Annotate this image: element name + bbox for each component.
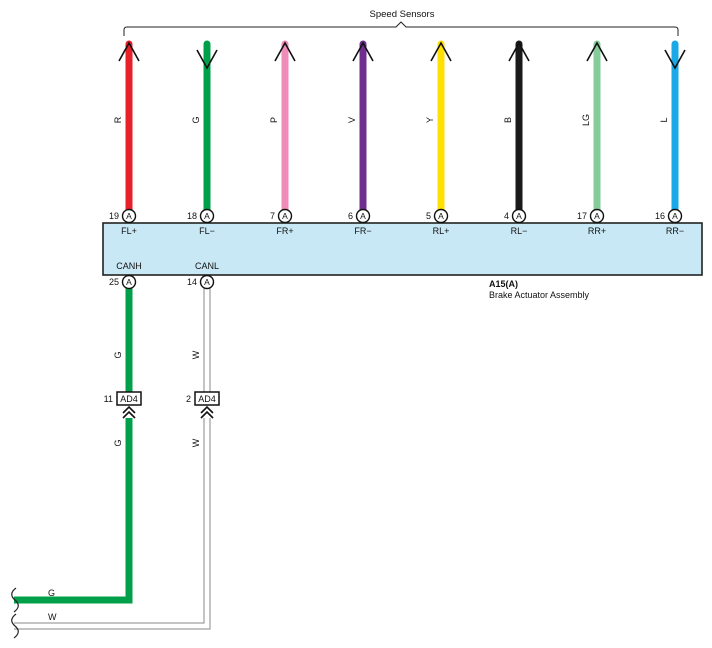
- wire-color-code: W: [191, 438, 201, 447]
- wire-break-mark-lower: [11, 613, 19, 639]
- bottom-label-lower: W: [48, 612, 57, 622]
- pin-circle: [199, 208, 215, 224]
- sensor-wires: R G P V Y B LG L: [113, 40, 686, 213]
- pin-number: 7: [270, 211, 275, 221]
- pin-circle: [355, 208, 371, 224]
- connector-letter: A: [282, 211, 288, 221]
- pin-number: 17: [577, 211, 587, 221]
- wire-color-code: G: [113, 439, 123, 446]
- wire-color-code: G: [191, 116, 201, 123]
- connector-letter: A: [204, 277, 210, 287]
- wire-color-code: LG: [581, 114, 591, 126]
- component-name: Brake Actuator Assembly: [489, 290, 590, 300]
- pin-circle: [121, 274, 137, 290]
- pin-signal-name: FL−: [199, 226, 215, 236]
- junction-connector-code: AD4: [120, 394, 138, 404]
- component-code: A15(A): [489, 279, 518, 289]
- pin-circle: [121, 208, 137, 224]
- wire-color-code: P: [269, 117, 279, 123]
- pin-signal-name: RL−: [511, 226, 528, 236]
- pin-signal-name: RR−: [666, 226, 684, 236]
- pin-circle: [667, 208, 683, 224]
- connector-letter: A: [672, 211, 678, 221]
- arrow-down-icon: [196, 49, 218, 70]
- pin-number: 16: [655, 211, 665, 221]
- pin-number: 6: [348, 211, 353, 221]
- pin-signal-name: FR+: [276, 226, 293, 236]
- pin-circle: [199, 274, 215, 290]
- pin-number: 19: [109, 211, 119, 221]
- can-signal-name: CANL: [195, 261, 219, 271]
- junction-pin-number: 11: [104, 394, 113, 404]
- sensor-pins: A19FL+A18FL−A7FR+A6FR−A5RL+A4RL−A17RR+A1…: [109, 208, 684, 236]
- connector-letter: A: [126, 211, 132, 221]
- wire-color-code: B: [503, 117, 513, 123]
- pin-number: 5: [426, 211, 431, 221]
- pin-number: 14: [187, 277, 197, 287]
- can-wire-lower: [14, 418, 211, 630]
- pin-signal-name: FR−: [354, 226, 371, 236]
- arrow-up-icon: [352, 41, 374, 62]
- wire-color-code: V: [347, 117, 357, 123]
- wire-break-mark-upper: [11, 587, 19, 613]
- pin-signal-name: FL+: [121, 226, 137, 236]
- pin-circle: [589, 208, 605, 224]
- pin-signal-name: RR+: [588, 226, 606, 236]
- can-wires: CANH A 25G G AD4 11 CANL A 14W W AD4 2: [14, 261, 220, 630]
- can-wire-lower: [14, 418, 133, 604]
- can-signal-name: CANH: [116, 261, 142, 271]
- arrow-up-icon: [274, 41, 296, 62]
- can-wire-lower-fill: [14, 418, 210, 629]
- connector-letter: A: [516, 211, 522, 221]
- junction-connector-code: AD4: [198, 394, 216, 404]
- arrow-up-icon: [118, 41, 140, 62]
- connector-letter: A: [126, 277, 132, 287]
- junction-connector-box: [194, 391, 220, 406]
- connector-letter: A: [438, 211, 444, 221]
- wire-color-code: R: [113, 116, 123, 123]
- pin-number: 4: [504, 211, 509, 221]
- speed-sensors-title: Speed Sensors: [370, 9, 435, 20]
- pin-number: 25: [109, 277, 119, 287]
- connector-letter: A: [360, 211, 366, 221]
- arrow-down-icon: [664, 49, 686, 70]
- double-chevron-up-icon: [122, 405, 136, 419]
- connector-letter: A: [594, 211, 600, 221]
- brake-actuator-body: [102, 222, 703, 276]
- arrow-up-icon: [586, 41, 608, 62]
- pin-circle: [511, 208, 527, 224]
- bottom-label-upper: G: [48, 588, 55, 598]
- junction-connector-box: [116, 391, 142, 406]
- pin-number: 18: [187, 211, 197, 221]
- arrow-up-icon: [508, 41, 530, 62]
- junction-pin-number: 2: [186, 394, 191, 404]
- speed-sensors-brace: [123, 21, 679, 36]
- pin-signal-name: RL+: [433, 226, 450, 236]
- pin-circle: [433, 208, 449, 224]
- wire-color-code: G: [113, 351, 123, 358]
- wire-color-code: L: [659, 117, 669, 122]
- wire-color-code: W: [191, 350, 201, 359]
- wire-color-code: Y: [425, 117, 435, 123]
- double-chevron-up-icon: [200, 405, 214, 419]
- pin-circle: [277, 208, 293, 224]
- connector-letter: A: [204, 211, 210, 221]
- arrow-up-icon: [430, 41, 452, 62]
